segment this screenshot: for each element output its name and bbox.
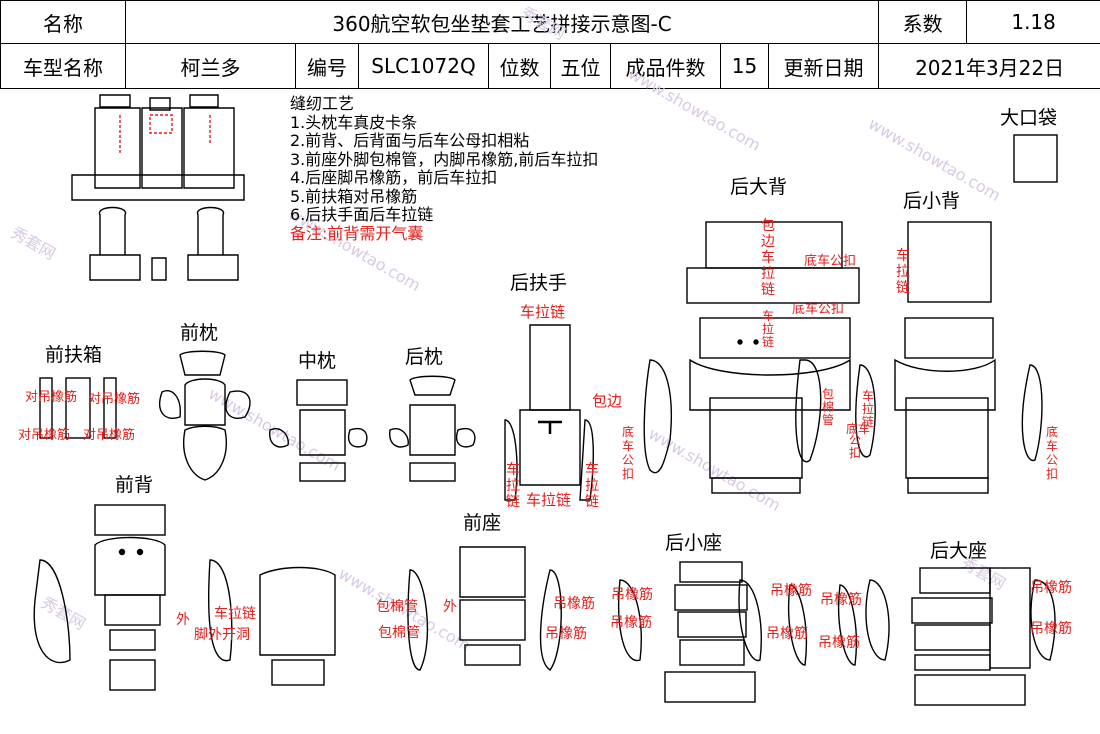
front-seat-pieces — [407, 546, 562, 671]
annotation: 车拉链 — [585, 462, 599, 510]
annotation: 吊橡筋 — [770, 583, 812, 599]
notes-title: 缝纫工艺 — [290, 94, 355, 113]
annotation: 外 — [443, 599, 457, 615]
code-label: 编号 — [295, 43, 359, 89]
coef-value: 1.18 — [966, 0, 1100, 44]
big-pocket-piece — [1013, 134, 1058, 183]
rear-armrest-pieces — [504, 324, 594, 501]
annotation: 对吊橡筋 — [83, 428, 136, 443]
notes-item: 3.前座外脚包棉管，内脚吊橡筋,前后车拉扣 — [290, 149, 599, 169]
notes-item: 4.后座脚吊橡筋，前后车拉扣 — [290, 168, 498, 187]
annotation: 车拉链 — [761, 309, 774, 349]
annotation: 吊橡筋 — [1030, 580, 1072, 596]
annotation: 车拉链 — [896, 248, 910, 296]
front-back-pieces — [33, 504, 336, 691]
annotation: 吊橡筋 — [610, 615, 652, 631]
annotation: 包棉管 — [376, 599, 418, 615]
model-label: 车型名称 — [0, 43, 126, 89]
annotation: 吊橡筋 — [545, 626, 587, 642]
annotation: 吊橡筋 — [1030, 621, 1072, 637]
annotation: 车拉链 — [526, 491, 572, 509]
label-rear-big-back: 后大背 — [730, 176, 788, 198]
notes-item: 6.后扶手面后车拉链 — [290, 205, 434, 224]
sewing-notes: 缝纫工艺 1.头枕车真皮卡条 2.前背、后背面与后车公母扣相粘 3.前座外脚包棉… — [290, 94, 599, 243]
annotation: 对吊橡筋 — [25, 390, 78, 405]
label-rear-small-seat: 后小座 — [665, 532, 723, 554]
rear-small-seat-pieces — [618, 561, 858, 703]
rear-big-back-pieces — [643, 221, 860, 494]
annotation: 吊橡筋 — [611, 587, 653, 603]
header-table: 名称 360航空软包坐垫套工艺拼接示意图-C 系数 1.18 车型名称 柯兰多 … — [0, 0, 1100, 89]
label-rear-armrest: 后扶手 — [510, 272, 568, 294]
annotation: 吊橡筋 — [820, 592, 862, 608]
rear-small-back-pieces — [855, 221, 1043, 494]
notes-item: 2.前背、后背面与后车公母扣相粘 — [290, 131, 530, 150]
label-middle-pillow: 中枕 — [298, 350, 337, 372]
annotation: 公扣 — [848, 433, 861, 460]
annotation: 包棉管 — [378, 625, 420, 641]
front-pillow-pieces — [159, 350, 251, 481]
label-rear-pillow: 后枕 — [405, 346, 444, 368]
annotation: 车拉链 — [520, 303, 566, 321]
rear-big-seat-pieces — [865, 567, 1056, 706]
annotation: 车拉链 — [506, 462, 520, 510]
annotation: 包边 — [592, 392, 623, 410]
annotation: 吊橡筋 — [553, 596, 595, 612]
annotation: 底车公扣 — [621, 425, 634, 481]
pieces-label: 成品件数 — [610, 43, 721, 89]
annotation: 脚外开洞 — [194, 627, 250, 643]
pieces-value: 15 — [720, 43, 769, 89]
notes-item: 1.头枕车真皮卡条 — [290, 112, 418, 132]
pattern-pieces-drawing — [33, 94, 1058, 706]
label-front-armbox: 前扶箱 — [45, 344, 103, 366]
seats-label: 位数 — [488, 43, 551, 89]
annotation: 底车公扣 — [804, 254, 857, 269]
label-rear-big-seat: 后大座 — [930, 540, 988, 562]
rear-pillow-pieces — [389, 375, 476, 482]
notes-remark: 备注:前背需开气囊 — [290, 223, 424, 243]
middle-pillow-pieces — [269, 379, 368, 482]
annotation: 车拉链 — [861, 389, 874, 429]
seat-thumbnail — [71, 94, 245, 281]
model-value: 柯兰多 — [125, 43, 296, 89]
label-front-pillow: 前枕 — [180, 322, 219, 344]
label-rear-small-back: 后小背 — [903, 190, 961, 212]
annotation: 包边车拉链 — [761, 218, 775, 298]
annotation: 对吊橡筋 — [88, 392, 141, 407]
annotation: 包棉管 — [821, 387, 834, 427]
annotation: 对吊橡筋 — [18, 428, 71, 443]
annotation: 底车 — [846, 422, 871, 436]
annotation: 外 — [176, 612, 190, 628]
notes-item: 5.前扶箱对吊橡筋 — [290, 186, 418, 206]
code-value: SLC1072Q — [358, 43, 489, 89]
annotation: 吊橡筋 — [766, 626, 808, 642]
label-front-seat: 前座 — [463, 512, 502, 534]
annotation: 底车公扣 — [792, 302, 845, 317]
page-title: 360航空软包坐垫套工艺拼接示意图-C — [124, 0, 880, 44]
date-value: 2021年3月22日 — [878, 43, 1100, 89]
annotation: 吊橡筋 — [818, 635, 860, 651]
coef-label: 系数 — [878, 0, 968, 44]
annotation: 车拉链 — [214, 606, 256, 622]
label-front-back: 前背 — [115, 474, 154, 496]
date-label: 更新日期 — [767, 43, 880, 89]
front-armbox-pieces — [39, 377, 117, 439]
name-label: 名称 — [0, 0, 126, 44]
annotation: 底车公扣 — [1045, 425, 1058, 481]
seats-value: 五位 — [550, 43, 611, 89]
label-big-pocket: 大口袋 — [1000, 107, 1058, 129]
